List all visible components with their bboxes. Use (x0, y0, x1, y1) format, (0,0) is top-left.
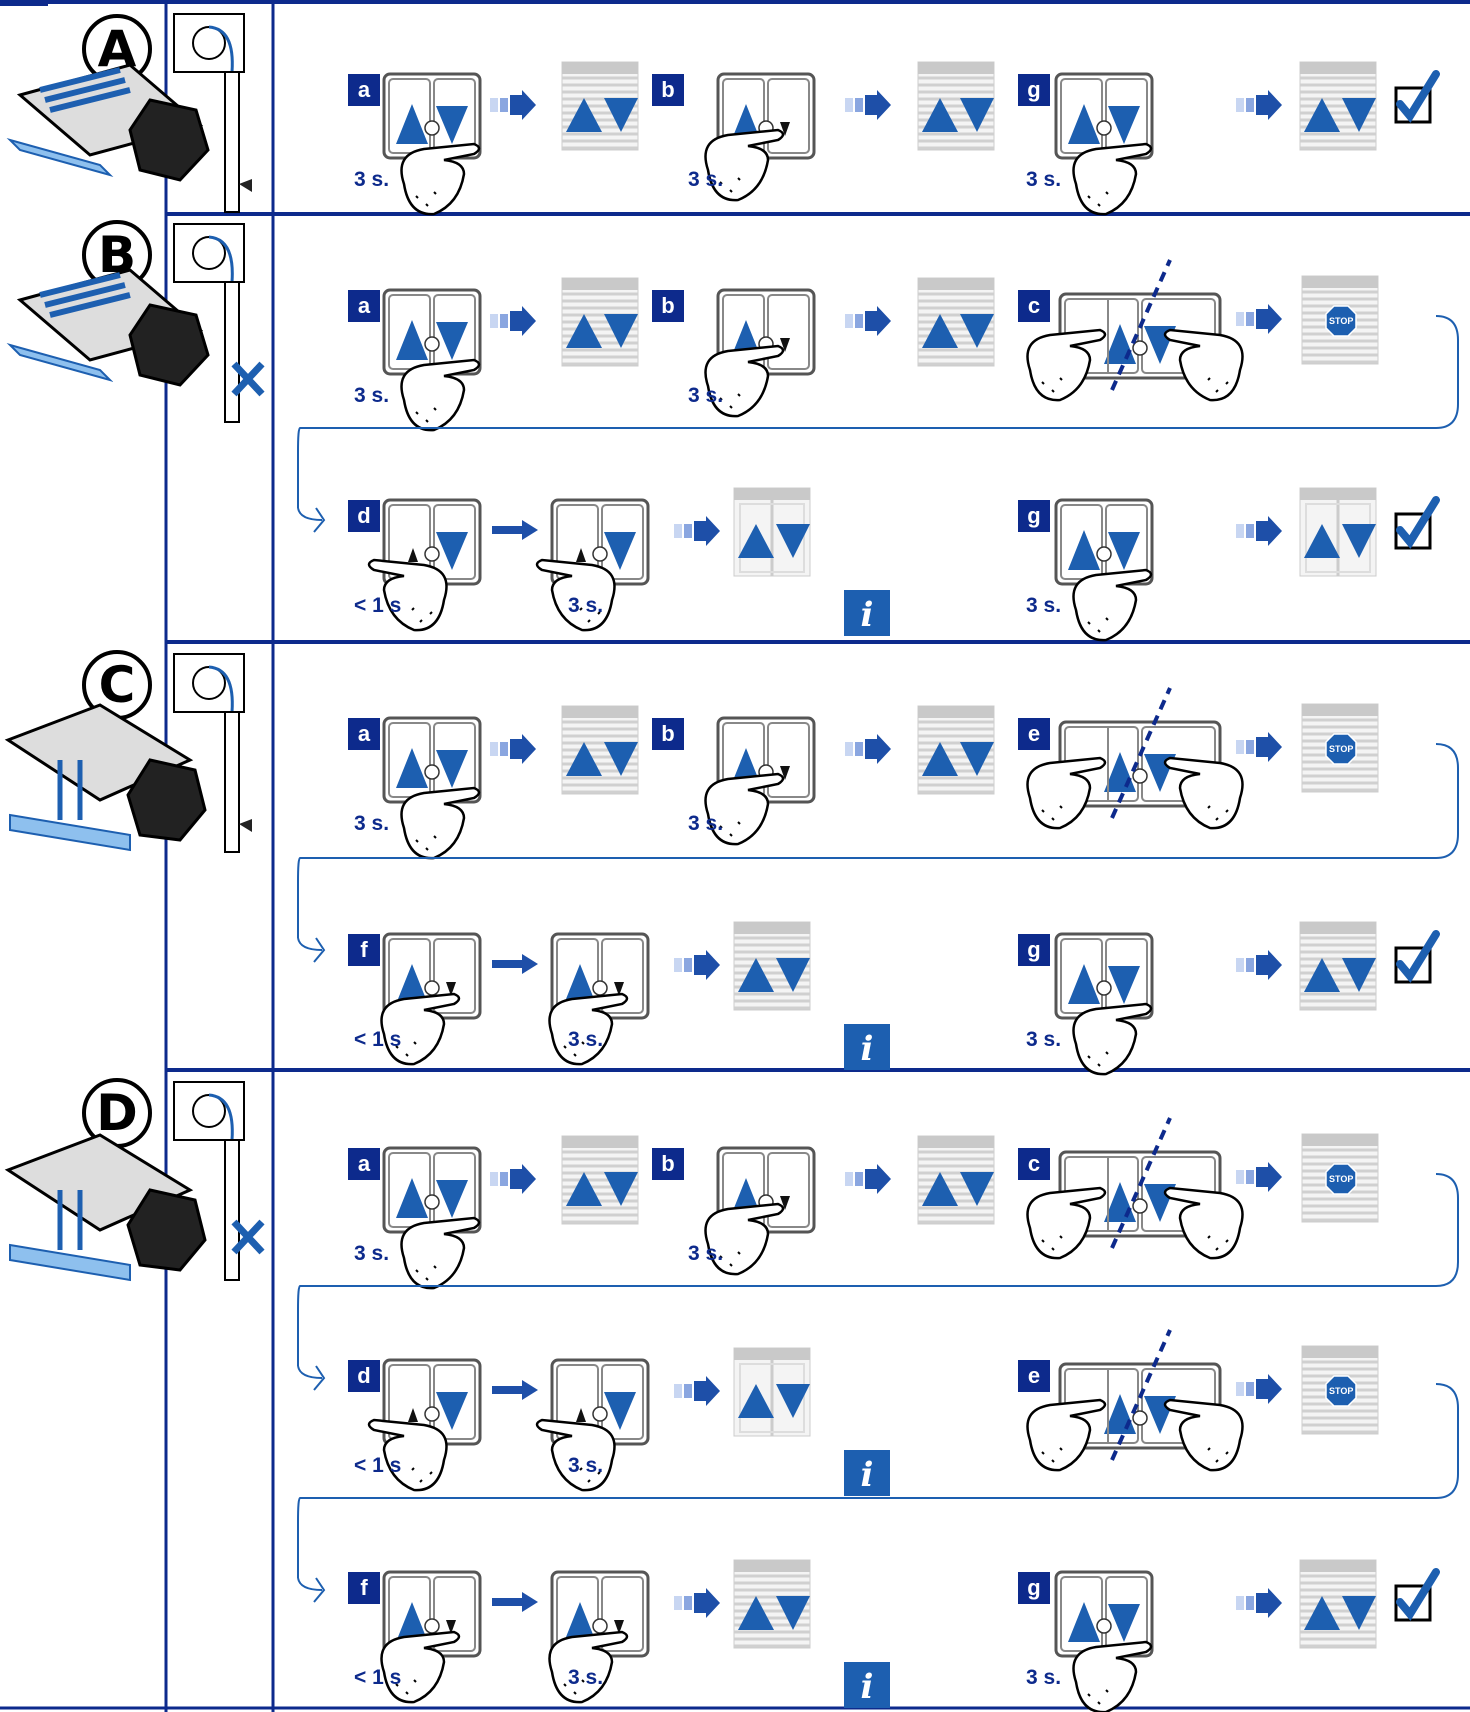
duration-label: 3 s. (1026, 168, 1061, 192)
duration-label: < 1 s (354, 1028, 401, 1052)
duration-label: 3 s. (354, 812, 389, 836)
stop-label: STOP (1329, 744, 1353, 754)
duration-label: 3 s. (354, 384, 389, 408)
duration-label: 3 s. (688, 1242, 723, 1266)
duration-label: 3 s. (688, 384, 723, 408)
step-label: b (652, 718, 684, 750)
duration-label: 3 s. (354, 1242, 389, 1266)
step-label: a (348, 290, 380, 322)
duration-label: 3 s. (354, 168, 389, 192)
step-label: g (1018, 934, 1050, 966)
duration-label: < 1 s (354, 1454, 401, 1478)
duration-label: 3 s. (568, 1028, 603, 1052)
step-label: g (1018, 500, 1050, 532)
stop-label: STOP (1329, 316, 1353, 326)
step-label: g (1018, 74, 1050, 106)
step-label: c (1018, 1148, 1050, 1180)
duration-label: 3 s. (688, 168, 723, 192)
step-label: e (1018, 1360, 1050, 1392)
duration-label: 3 s. (1026, 594, 1061, 618)
step-label: g (1018, 1572, 1050, 1604)
duration-label: 3 s. (1026, 1666, 1061, 1690)
step-label: f (348, 1572, 380, 1604)
stop-label: STOP (1329, 1174, 1353, 1184)
step-label: a (348, 1148, 380, 1180)
step-label: a (348, 74, 380, 106)
duration-label: < 1 s (354, 594, 401, 618)
step-label: e (1018, 718, 1050, 750)
step-label: b (652, 1148, 684, 1180)
step-label: a (348, 718, 380, 750)
duration-label: 3 s. (568, 594, 603, 618)
step-label: f (348, 934, 380, 966)
duration-label: 3 s. (568, 1666, 603, 1690)
duration-label: < 1 s (354, 1666, 401, 1690)
step-label: c (1018, 290, 1050, 322)
step-label: b (652, 290, 684, 322)
step-label: d (348, 500, 380, 532)
duration-label: 3 s. (688, 812, 723, 836)
stop-label: STOP (1329, 1386, 1353, 1396)
duration-label: 3 s. (1026, 1028, 1061, 1052)
step-label: d (348, 1360, 380, 1392)
duration-label: 3 s. (568, 1454, 603, 1478)
step-label: b (652, 74, 684, 106)
